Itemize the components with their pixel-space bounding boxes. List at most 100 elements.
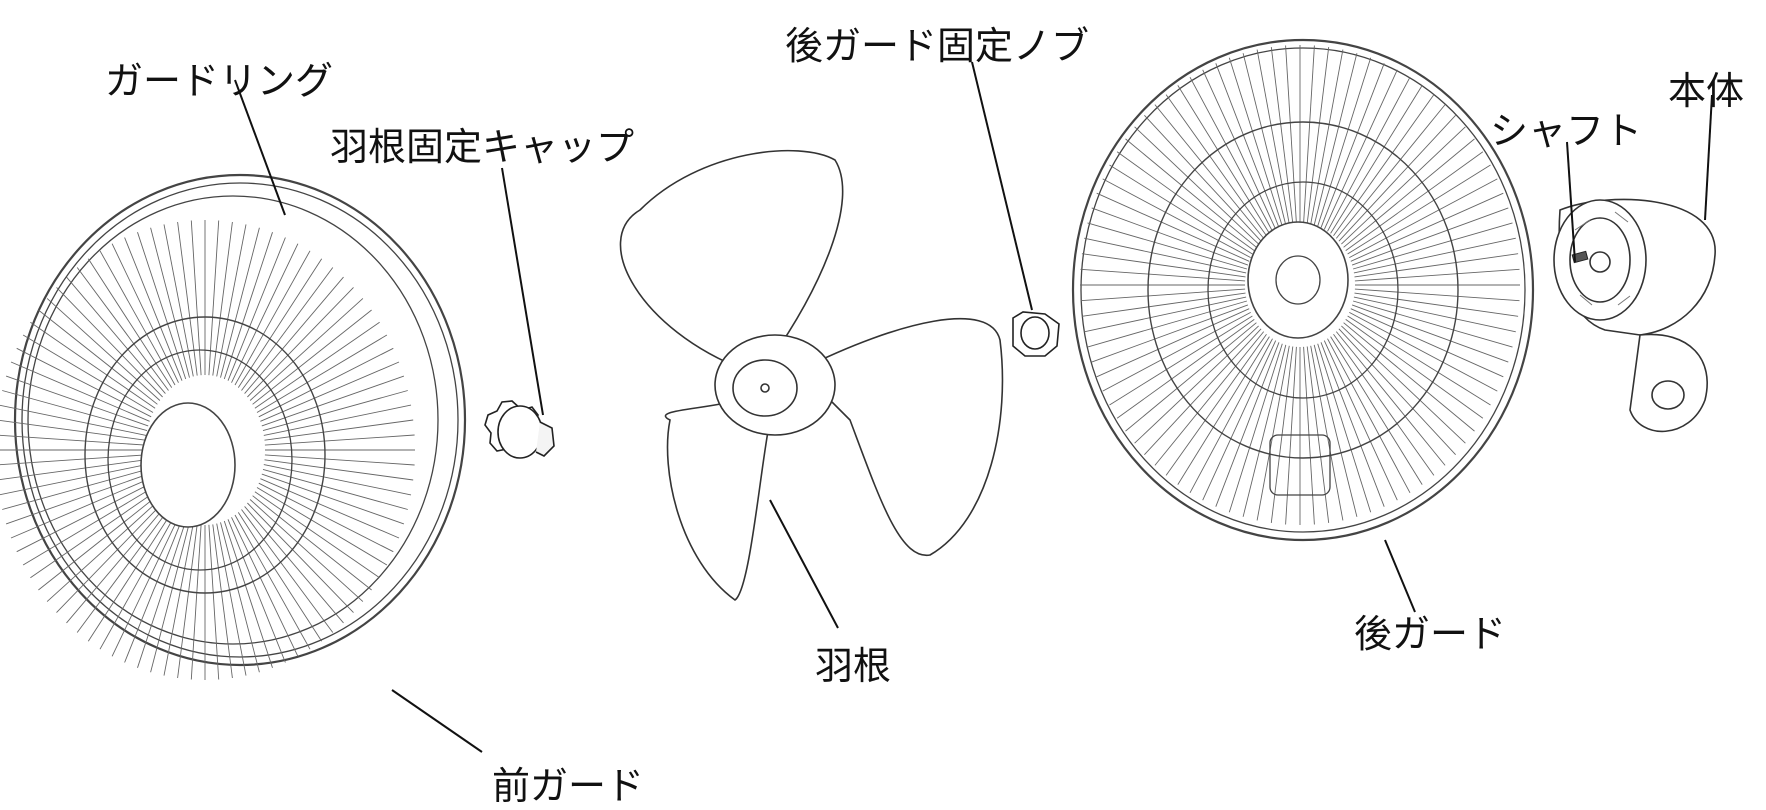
guard-wire [38,310,157,404]
guard-wire [47,298,160,400]
guard-wire [23,488,153,566]
guard-wire [1229,344,1282,513]
guard-wire [1328,339,1411,493]
guard-wire [1178,337,1270,485]
guard-wire [1354,297,1516,332]
guard-wire [1144,329,1261,455]
shaft [1571,250,1589,264]
guard-wire [263,469,408,509]
guard-wire [23,335,153,413]
guard-wire [242,510,333,633]
guard-wire [245,277,344,394]
guard-wire [1339,115,1456,241]
guard-wire [1178,85,1270,233]
guard-wire [1117,152,1254,251]
guard-wire [100,251,175,385]
guard-wire [1311,346,1343,521]
guard-wire [138,521,186,668]
guard-wire [112,244,178,383]
guard-wire [247,287,353,397]
leader-lines [235,62,1712,752]
guard-wire [1144,115,1261,241]
guard-wire [0,460,145,480]
guard-wire [100,515,175,649]
guard-wire [1331,337,1423,485]
guard-wire [17,483,152,552]
guard-wire [0,455,145,465]
guard-wire [1318,344,1371,513]
guard-wire [1341,127,1465,244]
guard-wire [1084,238,1246,273]
guard-wire [1155,105,1264,239]
guard-wire [1084,297,1246,332]
guard-wire [235,251,310,385]
guard-wire [1353,223,1512,269]
guard-wire [0,435,145,445]
guard-wire [1355,289,1520,301]
guard-wire [238,259,321,388]
guard-wire [1216,63,1279,227]
guard-wire [1324,341,1397,501]
guard-wire [1351,193,1504,261]
guard-wire [1328,77,1411,231]
guard-wire [1307,47,1329,223]
guard-wire [1339,329,1456,455]
guard-wire [1081,269,1246,281]
guard-wire [1352,208,1508,265]
guard-wire [247,503,353,613]
guard-wire [209,525,219,680]
guard-wire [1314,53,1357,225]
guard-wire [217,224,246,376]
guard-wire [1097,309,1250,377]
guard-wire [191,525,201,680]
guard-wire [250,500,363,602]
guard-wire [1336,105,1445,239]
guard-wire [1286,46,1297,224]
guard-wire [191,221,201,376]
guard-wire [260,479,399,538]
guard-wire [213,222,233,376]
guard-wire [224,521,272,668]
guard-wire [232,244,298,383]
guard-wire [2,391,147,431]
guard-wire [1166,334,1266,475]
guard-wire [1341,326,1465,443]
guard-wire [1243,345,1286,517]
guard-wire [262,376,404,426]
guard-wire [1216,342,1279,506]
label-guard-ring: ガードリング [105,59,334,103]
guard-wire [11,362,150,421]
guard-wire [1353,301,1512,347]
guard-wire [1117,319,1254,418]
guard-wire [1348,316,1491,405]
guard-wire [38,496,157,590]
guard-wire [250,298,363,400]
guard-wire [209,221,219,376]
guard-wire [260,362,399,421]
guard-wire [1103,179,1251,258]
guard-wire [1348,165,1491,254]
guard-wire [213,524,233,678]
label-rear-guard: 後ガード [1354,612,1507,656]
guard-wire [1351,309,1504,377]
guard-wire [262,474,404,524]
guard-wire [1229,58,1282,227]
guard-wire [265,435,415,445]
guard-wire [1324,70,1397,230]
guard-wire [0,405,146,435]
guard-wire [257,488,387,566]
guard-wire [1082,254,1246,277]
guard-wire [265,460,414,480]
guard-wire [1352,305,1508,362]
guard-wire [1314,345,1357,517]
guard-wire [264,465,411,495]
guard-wire [1203,70,1276,230]
guard-wire [1135,127,1259,244]
guard-wire [57,503,163,613]
guard-wire [1110,316,1253,405]
guard-wire [77,268,168,391]
guard-wire [265,455,415,465]
guard-wire [1349,312,1497,391]
guard-wire [57,287,163,397]
